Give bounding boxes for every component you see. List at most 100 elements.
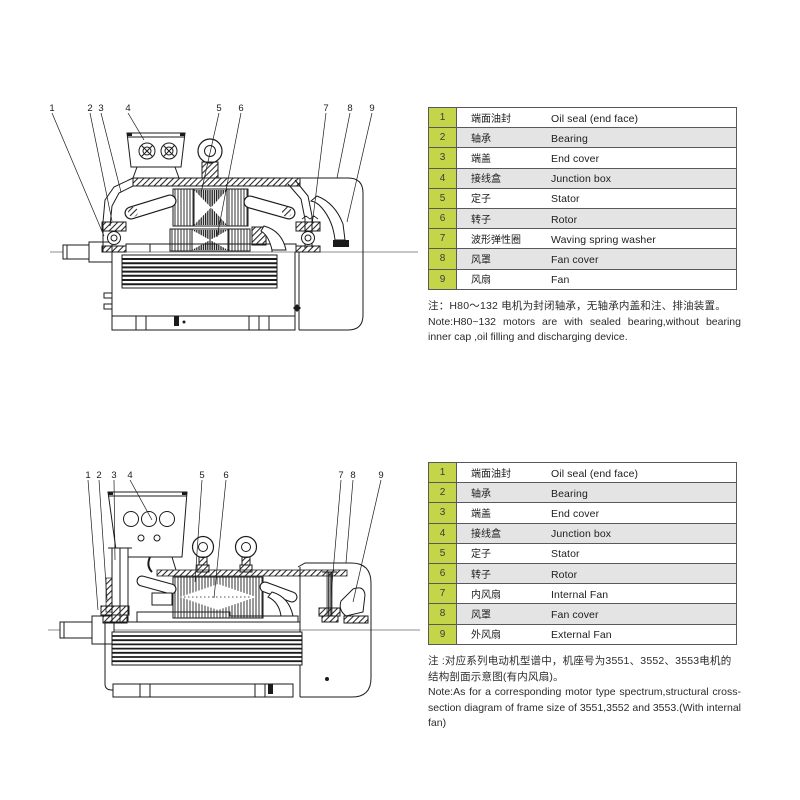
part-number-cell: 9: [428, 623, 457, 645]
part-number-cell: 6: [428, 562, 457, 585]
part-name-cn: 风罩: [471, 609, 491, 621]
callout-8: 8: [350, 470, 355, 481]
part-name-cn: 轴承: [471, 133, 491, 145]
part-name-en: Rotor: [551, 213, 578, 226]
callout-5: 5: [216, 103, 221, 114]
note-2-english: Note:As for a corresponding motor type s…: [428, 686, 741, 729]
gland-hole-small: [153, 534, 161, 542]
rotor-shaft-steps: [136, 611, 299, 622]
part-name-en: Fan: [551, 274, 570, 287]
part-name-cell: 风罩 Fan cover: [456, 603, 737, 625]
part-number-cell: 2: [428, 127, 457, 149]
gland-bolt-right: [160, 142, 178, 160]
fan-cover: [298, 177, 364, 331]
air-guide: [267, 591, 294, 617]
gland-bolt-left: [138, 142, 156, 160]
frame-yoke: [156, 569, 348, 577]
bearing-right: [318, 607, 341, 623]
part-name-en: Junction box: [551, 173, 612, 186]
part-name-en: End cover: [551, 152, 600, 165]
part-name-cn: 波形弹性圈: [471, 234, 521, 246]
foot-base: [111, 315, 296, 331]
part-name-en: Fan cover: [551, 608, 599, 621]
note-1-chinese: 注：H80～132 电机为封闭轴承，无轴承内盖和注、排油装置。: [428, 300, 726, 312]
part-name-cell: 轴承 Bearing: [456, 482, 737, 504]
part-number-cell: 8: [428, 248, 457, 270]
frame-and-fins: [103, 252, 301, 331]
note-2: 注 :对应系列电动机型谱中，机座号为3551、3552、3553电机的结构剖面示…: [428, 654, 741, 732]
part-number-cell: 8: [428, 603, 457, 625]
part-name-en: Bearing: [551, 487, 588, 500]
part-name-en: Stator: [551, 193, 580, 206]
frame-and-fins: [104, 621, 329, 698]
part-number-cell: 1: [428, 461, 457, 484]
table-row: 8 风罩 Fan cover: [428, 603, 737, 625]
callout-9: 9: [369, 103, 374, 114]
part-name-cn: 轴承: [471, 488, 491, 500]
bearing-right: [295, 221, 321, 253]
callout-3: 3: [111, 470, 116, 481]
stator: [172, 576, 264, 619]
winding-arm-right: [243, 195, 296, 220]
callout-7: 7: [338, 470, 343, 481]
gland-hole: [141, 511, 157, 527]
part-number-cell: 4: [428, 522, 457, 544]
lifting-eye-left: [191, 535, 215, 573]
part-name-cn: 转子: [471, 214, 491, 226]
callout-1: 1: [49, 103, 54, 114]
lifting-eye: [197, 138, 223, 179]
part-name-cell: 端盖 End cover: [456, 502, 737, 524]
part-name-en: Internal Fan: [551, 588, 609, 601]
part-name-cn: 端面油封: [471, 113, 511, 125]
callout-6: 6: [238, 103, 243, 114]
callout-2: 2: [87, 103, 92, 114]
part-name-cn: 端盖: [471, 508, 491, 520]
part-number-cell: 6: [428, 207, 457, 230]
table-row: 3 端盖 End cover: [428, 147, 737, 169]
callout-3: 3: [98, 103, 103, 114]
gland-hole: [159, 511, 175, 527]
part-number-cell: 3: [428, 147, 457, 169]
callout-6: 6: [223, 470, 228, 481]
part-number-cell: 9: [428, 268, 457, 290]
foot-base: [112, 683, 294, 698]
table-row: 5 定子 Stator: [428, 187, 737, 209]
part-name-cn: 端盖: [471, 153, 491, 165]
part-name-en: Oil seal (end face): [551, 112, 639, 125]
motor-section-diagram-2: 1 2 3 4 5 6 7 8 9: [48, 470, 420, 698]
external-fan: [339, 587, 369, 624]
note-1: 注：H80～132 电机为封闭轴承，无轴承内盖和注、排油装置。 Note:H80…: [428, 299, 741, 346]
part-name-cell: 端面油封 Oil seal (end face): [456, 106, 737, 129]
part-name-cn: 定子: [471, 194, 491, 206]
table-row: 3 端盖 End cover: [428, 502, 737, 524]
callout-1: 1: [85, 470, 90, 481]
part-number-cell: 5: [428, 542, 457, 564]
fan: [309, 195, 349, 247]
part-name-en: End cover: [551, 507, 600, 520]
part-name-cell: 定子 Stator: [456, 187, 737, 209]
part-name-cn: 转子: [471, 569, 491, 581]
callout-5: 5: [199, 470, 204, 481]
part-number-cell: 1: [428, 106, 457, 129]
part-number-cell: 5: [428, 187, 457, 209]
note-2-chinese: 注 :对应系列电动机型谱中，机座号为3551、3552、3553电机的结构剖面示…: [428, 655, 732, 683]
callout-9: 9: [378, 470, 383, 481]
gland-hole-small: [137, 534, 145, 542]
air-guide: [260, 225, 287, 251]
part-number-cell: 3: [428, 502, 457, 524]
part-name-en: Waving spring washer: [551, 233, 656, 246]
